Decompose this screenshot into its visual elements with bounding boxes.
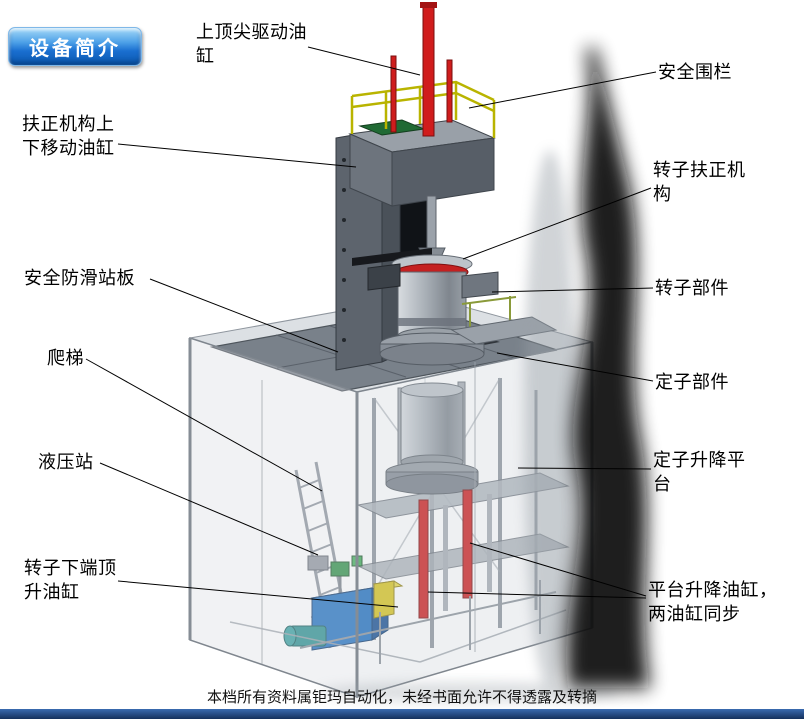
title-badge: 设备简介 [8, 27, 142, 66]
safety-fence-graphic [350, 80, 496, 138]
callout-rotor-assembly: 转子部件 [655, 278, 729, 298]
leader-line-rotor-assembly [491, 287, 654, 293]
smoke-shadow [524, 48, 650, 690]
leader-line-rotor-bottom-jack-cylinder [117, 580, 399, 608]
stator-graphic [385, 381, 479, 495]
leader-line-anti-slip-platform [149, 278, 339, 353]
rotor-graphic [352, 195, 499, 366]
footer-bar [0, 709, 804, 719]
callout-safety-fence: 安全围栏 [658, 62, 732, 82]
callout-stator-assembly: 定子部件 [655, 372, 729, 392]
leader-line-platform-lift-cylinder-a [469, 542, 647, 597]
callout-stator-lift-platform: 定子升降平台 [653, 450, 746, 494]
callout-rotor-bottom-jack-cylinder: 转子下端顶升油缸 [24, 558, 117, 602]
callout-ladder: 爬梯 [47, 348, 84, 368]
top-cylinder-graphic [390, 2, 453, 137]
leader-line-hydraulic-station [99, 462, 319, 556]
leader-line-platform-lift-cylinder-b [427, 591, 647, 599]
leader-line-stator-lift-platform [517, 467, 652, 470]
leader-line-rotor-centering-mechanism [462, 187, 652, 260]
callout-hydraulic-station: 液压站 [38, 452, 94, 472]
callout-top-drive-cylinder: 上顶尖驱动油缸 [196, 22, 307, 66]
leader-line-centering-lift-cylinder [117, 143, 357, 168]
leader-line-ladder [85, 358, 323, 492]
leader-line-top-drive-cylinder [307, 46, 421, 76]
leader-line-safety-fence [468, 71, 657, 109]
confidentiality-notice: 本档所有资料属钜玛自动化，未经书面允许不得透露及转摘 [206, 689, 597, 706]
callout-centering-lift-cylinder: 扶正机构上下移动油缸 [22, 114, 115, 158]
callout-platform-lift-cylinders: 平台升降油缸，两油缸同步 [648, 580, 778, 624]
callout-anti-slip-platform: 安全防滑站板 [24, 268, 135, 288]
leader-line-stator-assembly [496, 352, 654, 382]
ground-shadow [320, 682, 620, 702]
leader-lines [85, 46, 657, 608]
callout-rotor-centering-mechanism: 转子扶正机构 [653, 160, 746, 204]
